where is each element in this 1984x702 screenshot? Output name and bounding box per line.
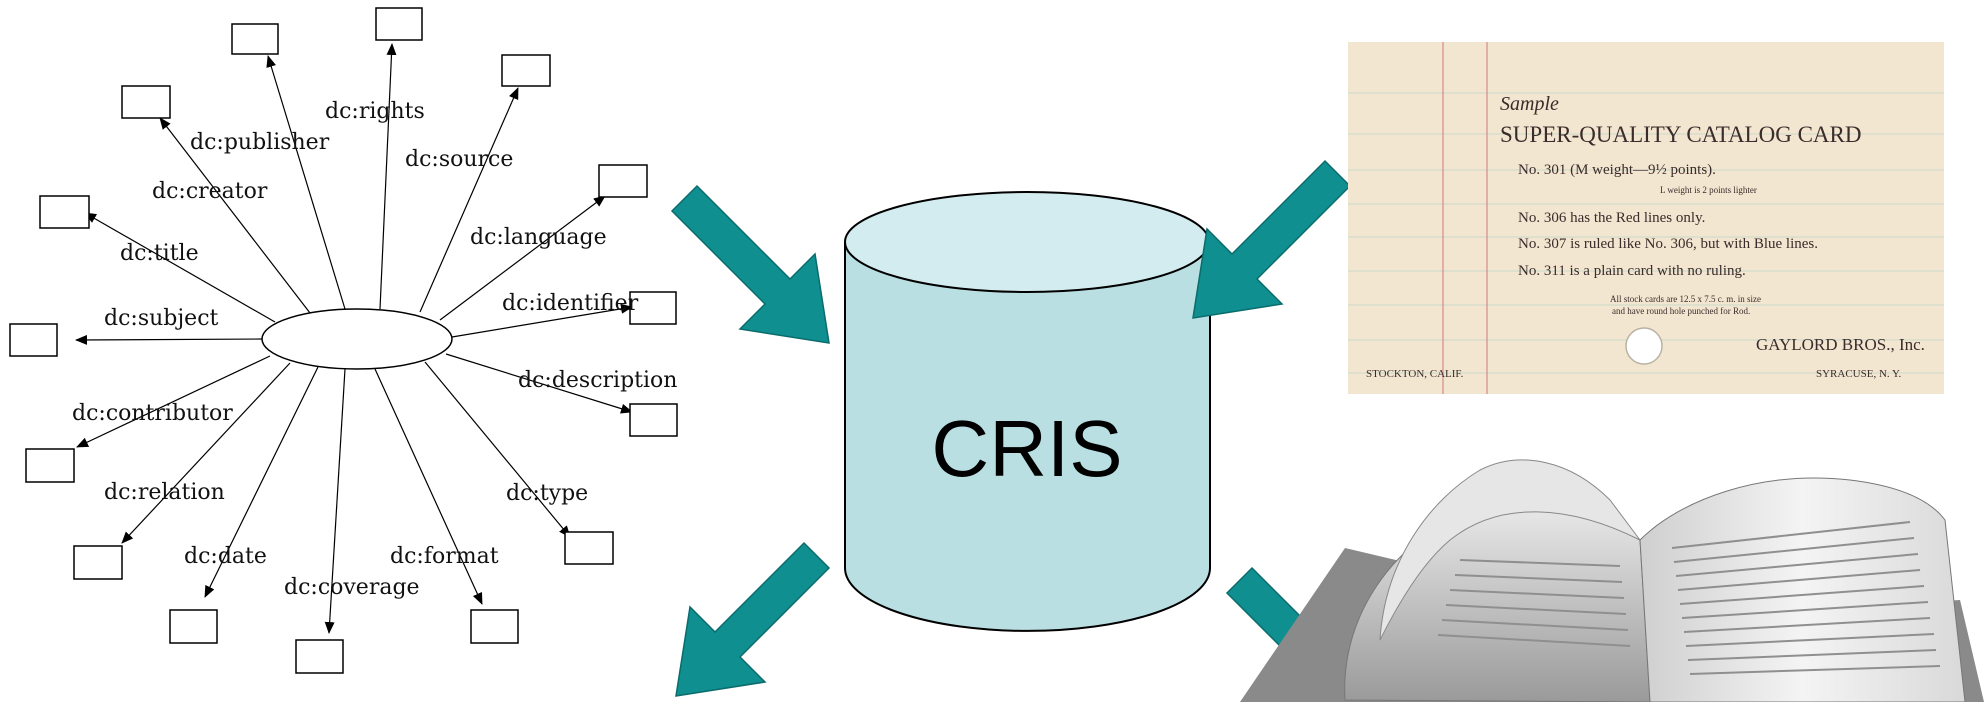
label-format: dc:format	[390, 544, 499, 569]
cris-label: CRIS	[931, 404, 1122, 493]
edge-creator	[159, 117, 311, 314]
label-description: dc:description	[518, 368, 677, 393]
label-publisher: dc:publisher	[190, 130, 330, 155]
cris-database-cylinder: CRIS	[844, 191, 1211, 632]
card-heading: Sample	[1500, 93, 1559, 115]
edge-title	[84, 212, 276, 323]
card-rod-hole	[1625, 327, 1663, 365]
card-title: SUPER-QUALITY CATALOG CARD	[1500, 122, 1861, 147]
label-coverage: dc:coverage	[284, 575, 420, 600]
label-source: dc:source	[405, 147, 513, 172]
edge-subject	[75, 334, 263, 345]
card-city-right: SYRACUSE, N. Y.	[1816, 368, 1902, 380]
leaf-node-date	[169, 609, 218, 644]
label-subject: dc:subject	[104, 306, 219, 331]
edge-format	[374, 368, 483, 605]
card-note-a: All stock cards are 12.5 x 7.5 c. m. in …	[1610, 294, 1761, 304]
graph-labels: dc:rights dc:publisher dc:source dc:crea…	[72, 99, 677, 600]
leaf-node-language	[598, 164, 648, 198]
edge-rights	[379, 43, 397, 310]
leaf-node-identifier	[629, 291, 677, 325]
label-identifier: dc:identifier	[502, 291, 639, 316]
graph-leaf-nodes	[9, 7, 678, 674]
leaf-node-creator	[121, 85, 171, 119]
leaf-node-source	[501, 54, 551, 87]
leaf-node-rights	[375, 7, 423, 41]
leaf-node-type	[564, 531, 614, 565]
label-relation: dc:relation	[104, 480, 225, 505]
edge-coverage	[324, 368, 346, 634]
leaf-node-title	[39, 195, 90, 229]
label-title: dc:title	[120, 241, 199, 266]
card-company: GAYLORD BROS., Inc.	[1756, 335, 1925, 354]
graph-edges	[75, 43, 633, 634]
dublin-core-graph: dc:rights dc:publisher dc:source dc:crea…	[9, 7, 678, 674]
card-note-b: and have round hole punched for Rod.	[1612, 306, 1750, 316]
card-margin-lines	[1442, 42, 1488, 394]
card-line-2: No. 306 has the Red lines only.	[1518, 210, 1705, 226]
label-date: dc:date	[184, 544, 267, 569]
catalog-card-image: Sample SUPER-QUALITY CATALOG CARD No. 30…	[1348, 42, 1944, 394]
label-creator: dc:creator	[152, 179, 268, 204]
label-type: dc:type	[506, 481, 588, 506]
card-ruling	[1348, 92, 1944, 374]
book-right-pages	[1639, 477, 1966, 702]
edge-identifier	[451, 303, 633, 338]
arrow-cris-to-lower-left	[675, 541, 831, 697]
edge-publisher	[266, 55, 346, 310]
card-line-4: No. 311 is a plain card with no ruling.	[1518, 263, 1746, 279]
central-node	[261, 308, 453, 370]
open-book-image	[1240, 459, 1984, 702]
label-language: dc:language	[470, 225, 607, 250]
cylinder-top	[844, 191, 1210, 293]
leaf-node-description	[629, 403, 678, 437]
cylinder-body	[844, 241, 1211, 632]
edge-language	[439, 195, 606, 321]
card-city-left: STOCKTON, CALIF.	[1366, 368, 1464, 380]
leaf-node-coverage	[295, 639, 344, 674]
label-contributor: dc:contributor	[72, 401, 233, 426]
edge-source	[419, 87, 519, 313]
card-line-1: No. 301 (M weight—9½ points).	[1518, 162, 1716, 178]
edge-contributor	[76, 355, 271, 448]
book-curled-page	[1379, 459, 1641, 641]
leaf-node-subject	[9, 323, 58, 357]
leaf-node-format	[470, 609, 519, 644]
arrow-metadata-to-cris	[670, 184, 830, 344]
leaf-node-publisher	[231, 23, 279, 55]
card-line-1-note: L weight is 2 points lighter	[1660, 185, 1757, 195]
leaf-node-relation	[73, 545, 123, 580]
label-rights: dc:rights	[325, 99, 425, 124]
edge-description	[445, 353, 633, 414]
edge-relation	[121, 362, 291, 544]
edge-date	[204, 366, 319, 598]
leaf-node-contributor	[25, 448, 75, 483]
card-line-3: No. 307 is ruled like No. 306, but with …	[1518, 236, 1818, 252]
book-text-lines	[1437, 521, 1941, 675]
edge-type	[424, 361, 571, 538]
arrow-card-to-cris	[1192, 159, 1352, 319]
